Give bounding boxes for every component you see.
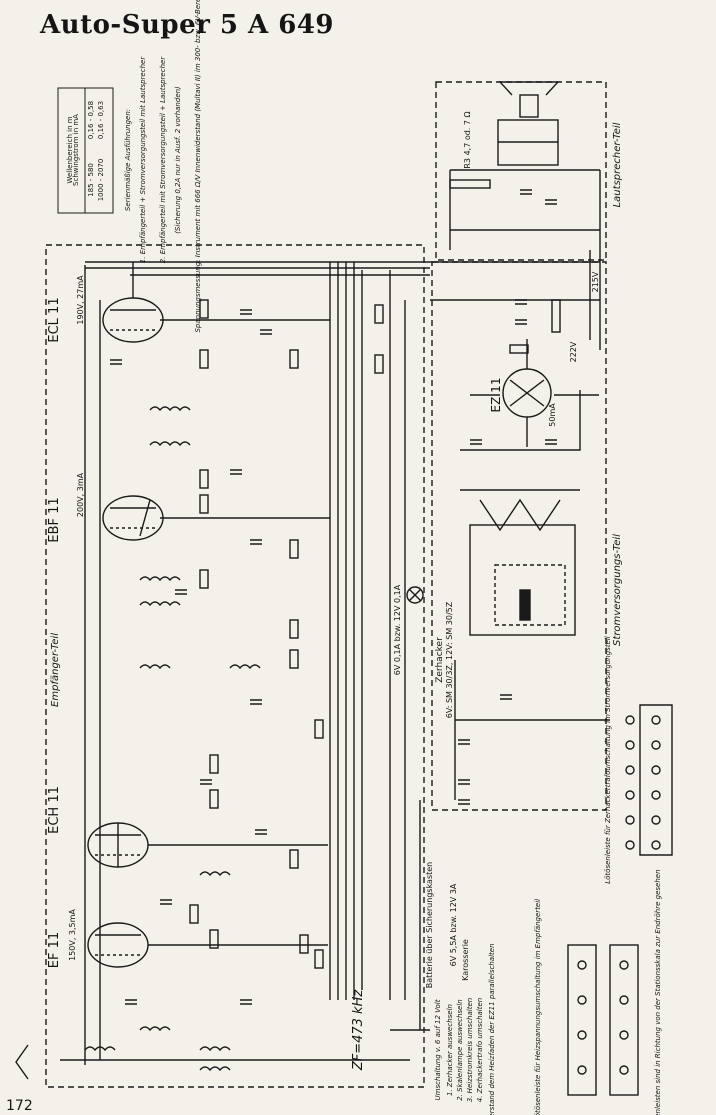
ebf11-tube [102,495,164,541]
tube-label-ecl11: ECL 11 [47,297,62,342]
conversion-step: 4. Zerhackertrafo umschalten [476,998,484,1103]
loudspeaker [497,81,560,166]
solder-strip-receiver [567,944,639,1096]
wave-range-table: Wellenbereich in m Schwingstrom in mA 18… [57,87,114,214]
voltage-215-label: 215V [591,271,600,292]
tube-label-ebf11: EBF 11 [47,497,62,542]
table-cell: 1000 - 2070 [97,159,105,202]
capacitors [110,189,557,1005]
conversion-step: 3. Heizstromkreis umschalten [466,998,474,1102]
speaker-section-frame [435,81,607,261]
receiver-section-frame [45,244,425,1088]
resistors [189,299,561,969]
chassis-label: Karosserie [461,939,470,981]
versions-item: 1. Empfängerteil + Stromversorgungsteil … [139,56,147,264]
section-label-power: Stromversorgungs-Teil [612,534,623,646]
table-header-range: Wellenbereich in m [66,116,74,183]
versions-item: Spannungsmessung: Instrument mit 666 Ω/V… [194,0,202,333]
speaker-resistor-label: R3 4,7 od. 7 Ω [463,111,472,168]
ecl11-tube [102,262,164,343]
solder-strip-power [625,704,673,856]
if-frequency-label: ZF=473 kHz [351,989,366,1072]
voltage-222-label: 222V [569,341,578,362]
strip-note-receiver: Lötösenleiste für Heizspannungsumschaltu… [534,899,542,1115]
voltage-190-label: 190V, 27mA [76,275,85,325]
conversion-notes: Umschaltung v. 6 auf 12 Volt 1. Zerhacke… [434,943,496,1115]
tube-label-ef11: EF 11 [47,932,62,968]
ef11-tube [87,922,149,968]
versions-heading: Serienmäßige Ausführungen: [124,109,132,211]
versions-item: 2. Empfängerteil mit Stromversorgungstei… [159,56,167,264]
conversion-step: 5. 50Ω-Widerstand dem Heizfaden der EZ11… [488,943,496,1115]
ez11-tube [502,368,552,418]
vibrator-label: Zerhacker [435,637,445,683]
fuse-label: 6V 5,5A bzw. 12V 3A [449,883,458,966]
section-label-receiver: Empfänger-Teil [50,633,61,707]
page-number: 172 [6,1098,33,1114]
table-cell: 0,16 - 0,63 [97,101,105,139]
voltage-200-label: 200V, 3mA [76,472,85,517]
versions-notes: Serienmäßige Ausführungen: 1. Empfängert… [124,0,202,333]
conversion-step: 2. Skalenlampe auswechseln [456,999,464,1100]
tube-label-ech11: ECH 11 [47,786,62,834]
dial-lamp [406,586,424,604]
if-transformers [84,406,261,1072]
section-label-speaker: Lautsprecher-Teil [612,122,623,207]
strip-note-power: Lötösenleiste für Zerhackertrafoumschalt… [604,636,612,884]
versions-item: (Sicherung 0,2A nur in Ausf. 2 vorhanden… [174,86,182,234]
strip-note-view: Die Lötösenleisten sind in Richtung von … [654,869,662,1115]
battery-label: Batterie über Sicherungskasten [425,862,434,989]
table-header-current: Schwingstrom in mA [72,114,80,186]
ech11-tube [87,822,149,868]
voltage-150-label: 150V, 3,5mA [68,909,77,961]
page-title: Auto-Super 5 A 649 [40,10,335,40]
conversion-heading: Umschaltung v. 6 auf 12 Volt [434,999,442,1100]
tube-label-ez11: EZ 11 [489,378,503,413]
lamp-label: 6V 0,1A bzw. 12V 0,1A [393,584,402,675]
table-cell: 185 - 580 [87,163,95,197]
table-cell: 0,16 - 0,58 [87,101,95,139]
power-transformer [454,498,610,800]
ez11-current-label: 50mA [548,403,557,427]
conversion-step: 1. Zerhacker auswechseln [446,1004,454,1096]
vibrator-types-label: 6V: SM 30/3Z, 12V: SM 30/5Z [445,601,454,718]
power-section-frame [431,261,607,811]
